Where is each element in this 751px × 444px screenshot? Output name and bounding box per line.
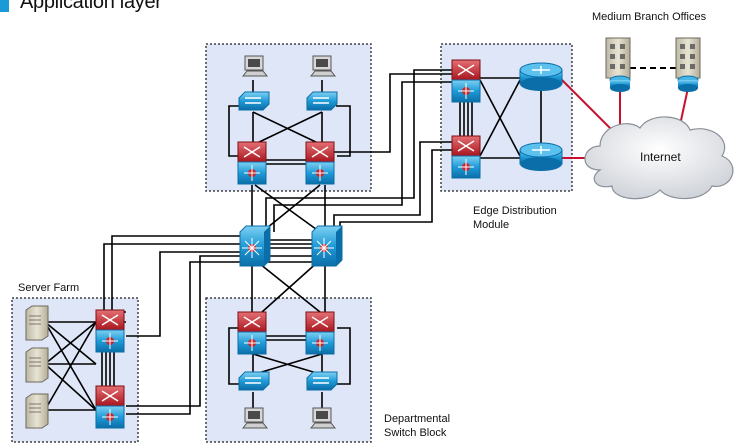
bullet-icon [0, 0, 9, 12]
server-farm-label: Server Farm [18, 282, 80, 294]
cloud-icon [584, 116, 734, 200]
edge-distribution-label-line2: Module [473, 219, 510, 231]
internet-label: Internet [640, 150, 681, 164]
edge-distribution-label-line1: Edge Distribution [473, 205, 557, 217]
distribution-switch-icon [305, 311, 335, 355]
departmental-label-line2: Switch Block [384, 427, 447, 439]
access-switch-icon [238, 371, 270, 391]
links [44, 69, 542, 415]
server-icon [25, 393, 49, 429]
module-top-switch-block [205, 43, 372, 192]
distribution-switch-icon [451, 59, 481, 103]
router-icon [519, 62, 563, 91]
server-icon [25, 305, 49, 341]
access-switch-icon [306, 91, 338, 111]
access-switch-icon [238, 91, 270, 111]
page-title: Application layer [20, 0, 162, 13]
server-icon [25, 347, 49, 383]
distribution-switch-icon [237, 141, 267, 185]
distribution-switch-icon [237, 311, 267, 355]
workstation-icon [241, 55, 269, 77]
distribution-switch-icon [95, 309, 125, 353]
workstation-icon [309, 407, 337, 429]
departmental-label-line1: Departmental [384, 413, 451, 425]
internet-links [559, 77, 689, 159]
branch-building-icon [605, 37, 631, 92]
branch-building-icon [675, 37, 701, 92]
medium-branch-offices-label: Medium Branch Offices [592, 11, 707, 23]
core-switch-icon [239, 225, 271, 267]
workstation-icon [241, 407, 269, 429]
module-departmental-switch-block [205, 297, 372, 443]
workstation-icon [309, 55, 337, 77]
router-icon [519, 142, 563, 171]
access-switch-icon [306, 371, 338, 391]
core-switch-icon [311, 225, 343, 267]
module-boxes [11, 43, 573, 443]
distribution-switch-icon [95, 385, 125, 429]
distribution-switch-icon [305, 141, 335, 185]
distribution-switch-icon [451, 135, 481, 179]
